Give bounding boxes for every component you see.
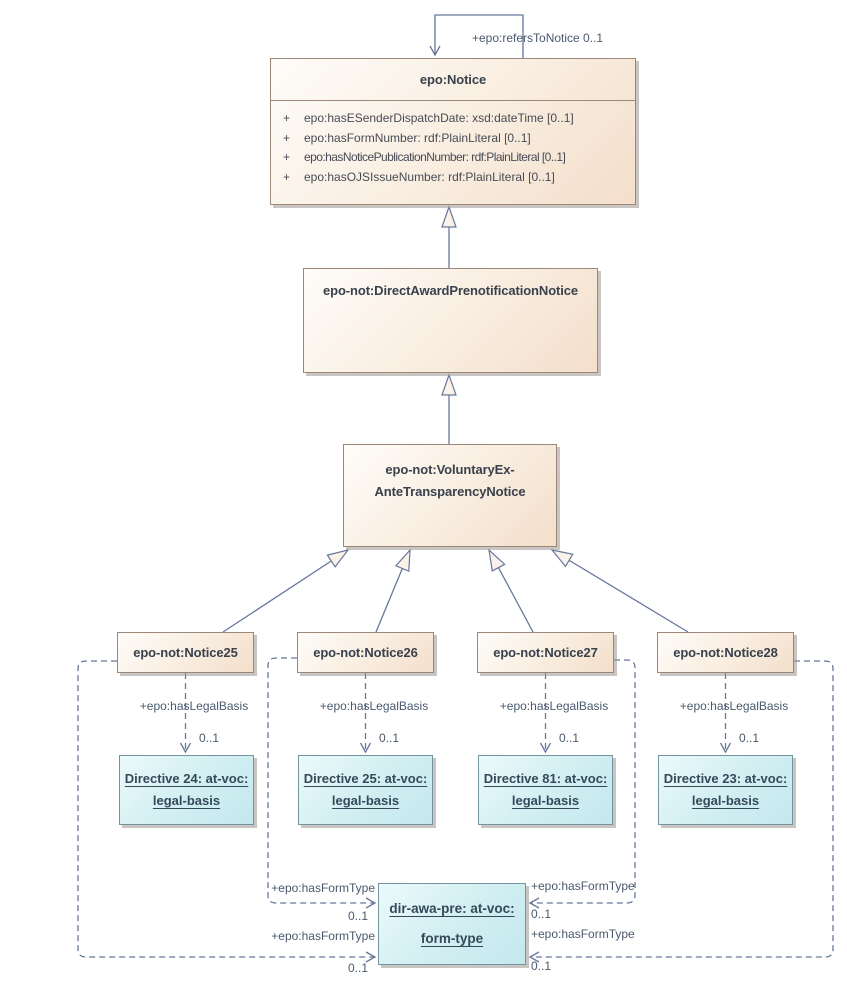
class-title: epo:Notice [419,72,487,87]
object-text-line1: Directive 81: at-voc: [483,771,608,786]
generalization-notice25-to-voluntary [222,549,350,633]
class-title: epo-not:Notice28 [673,645,778,660]
multiplicity-label: 0..1 [559,731,580,745]
object-text-line1: Directive 23: at-voc: [663,771,788,786]
object-form-type: dir-awa-pre: at-voc: form-type [378,883,526,965]
object-text-line1: Directive 25: at-voc: [303,771,428,786]
object-directive-24-legal-basis: Directive 24: at-voc: legal-basis [119,755,254,825]
class-title: epo-not:Notice26 [313,645,418,660]
class-notice28: epo-not:Notice28 [657,632,794,673]
object-text-line1: Directive 24: at-voc: [124,771,249,786]
association-label-hasformtype: +epo:hasFormType [271,881,375,895]
multiplicity-label: 0..1 [199,731,220,745]
multiplicity-label: 0..1 [347,961,368,975]
multiplicity-label: 0..1 [531,907,552,921]
class-direct-award-prenotification-notice: epo-not:DirectAwardPrenotificationNotice [303,268,598,373]
class-epo-notice-attributes: + epo:hasESenderDispatchDate: xsd:dateTi… [271,101,635,187]
class-notice25: epo-not:Notice25 [117,632,254,673]
multiplicity-label: 0..1 [379,731,400,745]
class-title-line2: AnteTransparencyNotice [374,484,526,499]
object-text-line1: dir-awa-pre: at-voc: [389,901,515,916]
attribute-text: epo:hasFormNumber: rdf:PlainLiteral [0..… [304,130,531,145]
association-label-hasformtype: +epo:hasFormType [531,927,635,941]
object-directive-81-legal-basis: Directive 81: at-voc: legal-basis [478,755,613,825]
attribute-text: epo:hasOJSIssueNumber: rdf:PlainLiteral … [304,169,555,184]
class-voluntary-ex-ante-transparency-notice: epo-not:VoluntaryEx- AnteTransparencyNot… [343,444,557,547]
association-label-haslegalbasis: +epo:hasLegalBasis [139,699,249,713]
class-title: epo-not:Notice25 [133,645,238,660]
visibility-plus: + [283,130,291,145]
class-notice27: epo-not:Notice27 [477,632,614,673]
generalization-notice27-to-voluntary [488,548,534,633]
object-directive-23-legal-basis: Directive 23: at-voc: legal-basis [658,755,793,825]
object-text-line2: legal-basis [511,793,580,808]
association-label-refers-to-notice: +epo:refersToNotice 0..1 [472,31,604,45]
attribute-text: epo:hasESenderDispatchDate: xsd:dateTime… [304,111,574,125]
object-text-line2: legal-basis [691,793,760,808]
association-label-hasformtype: +epo:hasFormType [271,929,375,943]
class-title-line1: epo-not:VoluntaryEx- [385,462,515,477]
object-text-line2: form-type [420,931,484,946]
class-notice26: epo-not:Notice26 [297,632,434,673]
visibility-plus: + [283,111,291,125]
association-label-hasformtype: +epo:hasFormType [531,879,635,893]
association-hasformtype-notice28 [528,660,834,963]
association-hasformtype-notice25 [77,660,377,963]
association-label-haslegalbasis: +epo:hasLegalBasis [679,699,789,713]
multiplicity-label: 0..1 [531,959,552,973]
attribute-row: + epo:hasESenderDispatchDate: xsd:dateTi… [271,109,635,129]
visibility-plus: + [283,150,291,164]
generalization-notice26-to-voluntary [375,548,411,633]
class-title: epo-not:Notice27 [493,645,598,660]
object-text-line2: legal-basis [152,793,221,808]
attribute-row: + epo:hasOJSIssueNumber: rdf:PlainLitera… [271,168,635,188]
object-text-line2: legal-basis [331,793,400,808]
association-label-haslegalbasis: +epo:hasLegalBasis [499,699,609,713]
class-epo-notice-title-compartment: epo:Notice [271,59,635,101]
object-directive-25-legal-basis: Directive 25: at-voc: legal-basis [298,755,433,825]
multiplicity-label: 0..1 [347,909,368,923]
association-label-haslegalbasis: +epo:hasLegalBasis [319,699,429,713]
attribute-row: + epo:hasFormNumber: rdf:PlainLiteral [0… [271,129,635,149]
association-hasformtype-notice26 [267,657,377,909]
visibility-plus: + [283,169,291,184]
generalization-notice28-to-voluntary [550,549,689,633]
association-hasformtype-notice27 [528,659,636,909]
attribute-text: epo:hasNoticePublicationNumber: rdf:Plai… [304,150,566,164]
attribute-row: + epo:hasNoticePublicationNumber: rdf:Pl… [271,148,635,168]
class-epo-notice: epo:Notice + epo:hasESenderDispatchDate:… [270,58,636,205]
class-title: epo-not:DirectAwardPrenotificationNotice [322,283,579,298]
multiplicity-label: 0..1 [739,731,760,745]
self-association-refers-to-notice [429,14,524,58]
